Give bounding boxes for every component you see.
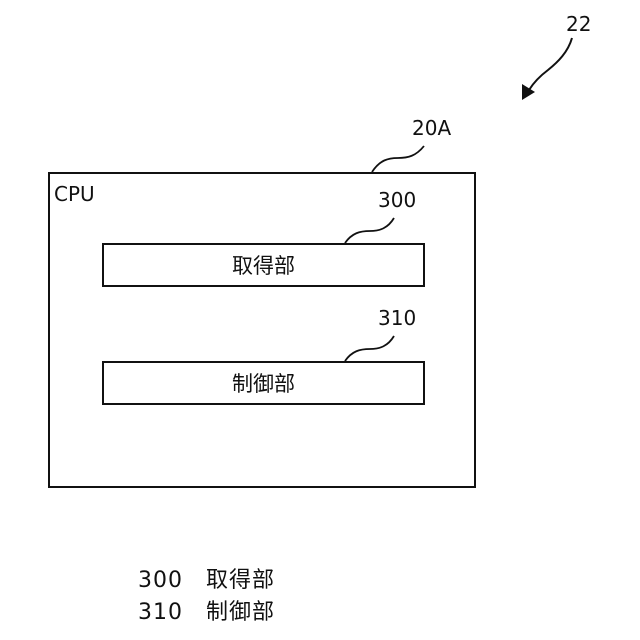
device-arrow-leader	[529, 38, 572, 90]
control-unit-label: 制御部	[232, 368, 295, 398]
legend-name: 取得部	[206, 568, 275, 593]
control-unit-box: 制御部	[102, 361, 425, 405]
device-arrow-head	[522, 84, 535, 100]
acquisition-unit-label: 取得部	[232, 250, 295, 280]
cpu-box	[48, 172, 476, 488]
legend-name: 制御部	[206, 600, 275, 625]
legend-code: 310	[138, 602, 206, 624]
device-ref-label: 22	[566, 14, 591, 34]
cpu-label: CPU	[54, 184, 95, 204]
acquisition-unit-box: 取得部	[102, 243, 425, 287]
cpu-leader	[372, 146, 424, 172]
cpu-ref-label: 20A	[412, 118, 451, 138]
legend-item-control: 310制御部	[138, 602, 275, 624]
legend-code: 300	[138, 570, 206, 592]
legend-item-acquisition: 300取得部	[138, 570, 275, 592]
